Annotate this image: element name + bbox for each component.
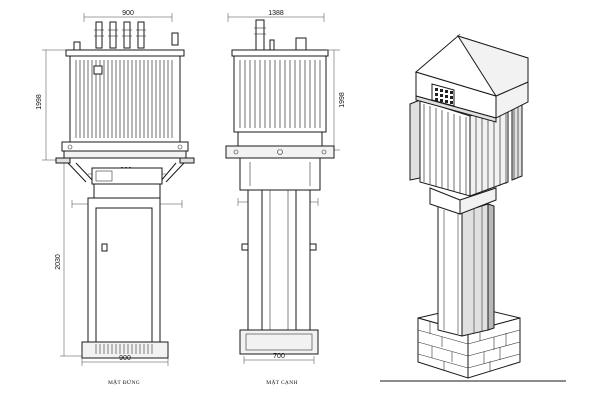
iso-fins-left bbox=[423, 104, 467, 195]
side-dim-tank-height: 1998 bbox=[339, 92, 346, 108]
vent-grille bbox=[431, 83, 455, 107]
front-dim-base: 900 bbox=[119, 355, 131, 362]
front-cooling-fins bbox=[75, 60, 173, 138]
iso-fins-right bbox=[475, 104, 519, 194]
front-dim-tank-height: 1998 bbox=[36, 94, 43, 110]
front-bushings bbox=[73, 21, 179, 51]
side-dim-top: 1388 bbox=[268, 10, 284, 17]
side-view: 1388 bbox=[225, 10, 346, 386]
iso-cover bbox=[414, 33, 529, 123]
front-dim-top: 900 bbox=[122, 10, 134, 17]
side-dim-base: 700 bbox=[273, 353, 285, 360]
front-view-caption: MẶT ĐỨNG bbox=[108, 378, 140, 386]
iso-pole bbox=[437, 203, 495, 337]
front-dim-total-height: 2030 bbox=[55, 254, 62, 270]
iso-view bbox=[380, 33, 566, 382]
iso-tank bbox=[409, 99, 523, 197]
front-base-grille bbox=[95, 344, 153, 354]
front-view: 900 bbox=[36, 10, 195, 386]
side-view-caption: MẶT CẠNH bbox=[266, 378, 297, 386]
side-cooling-fins bbox=[239, 60, 321, 128]
